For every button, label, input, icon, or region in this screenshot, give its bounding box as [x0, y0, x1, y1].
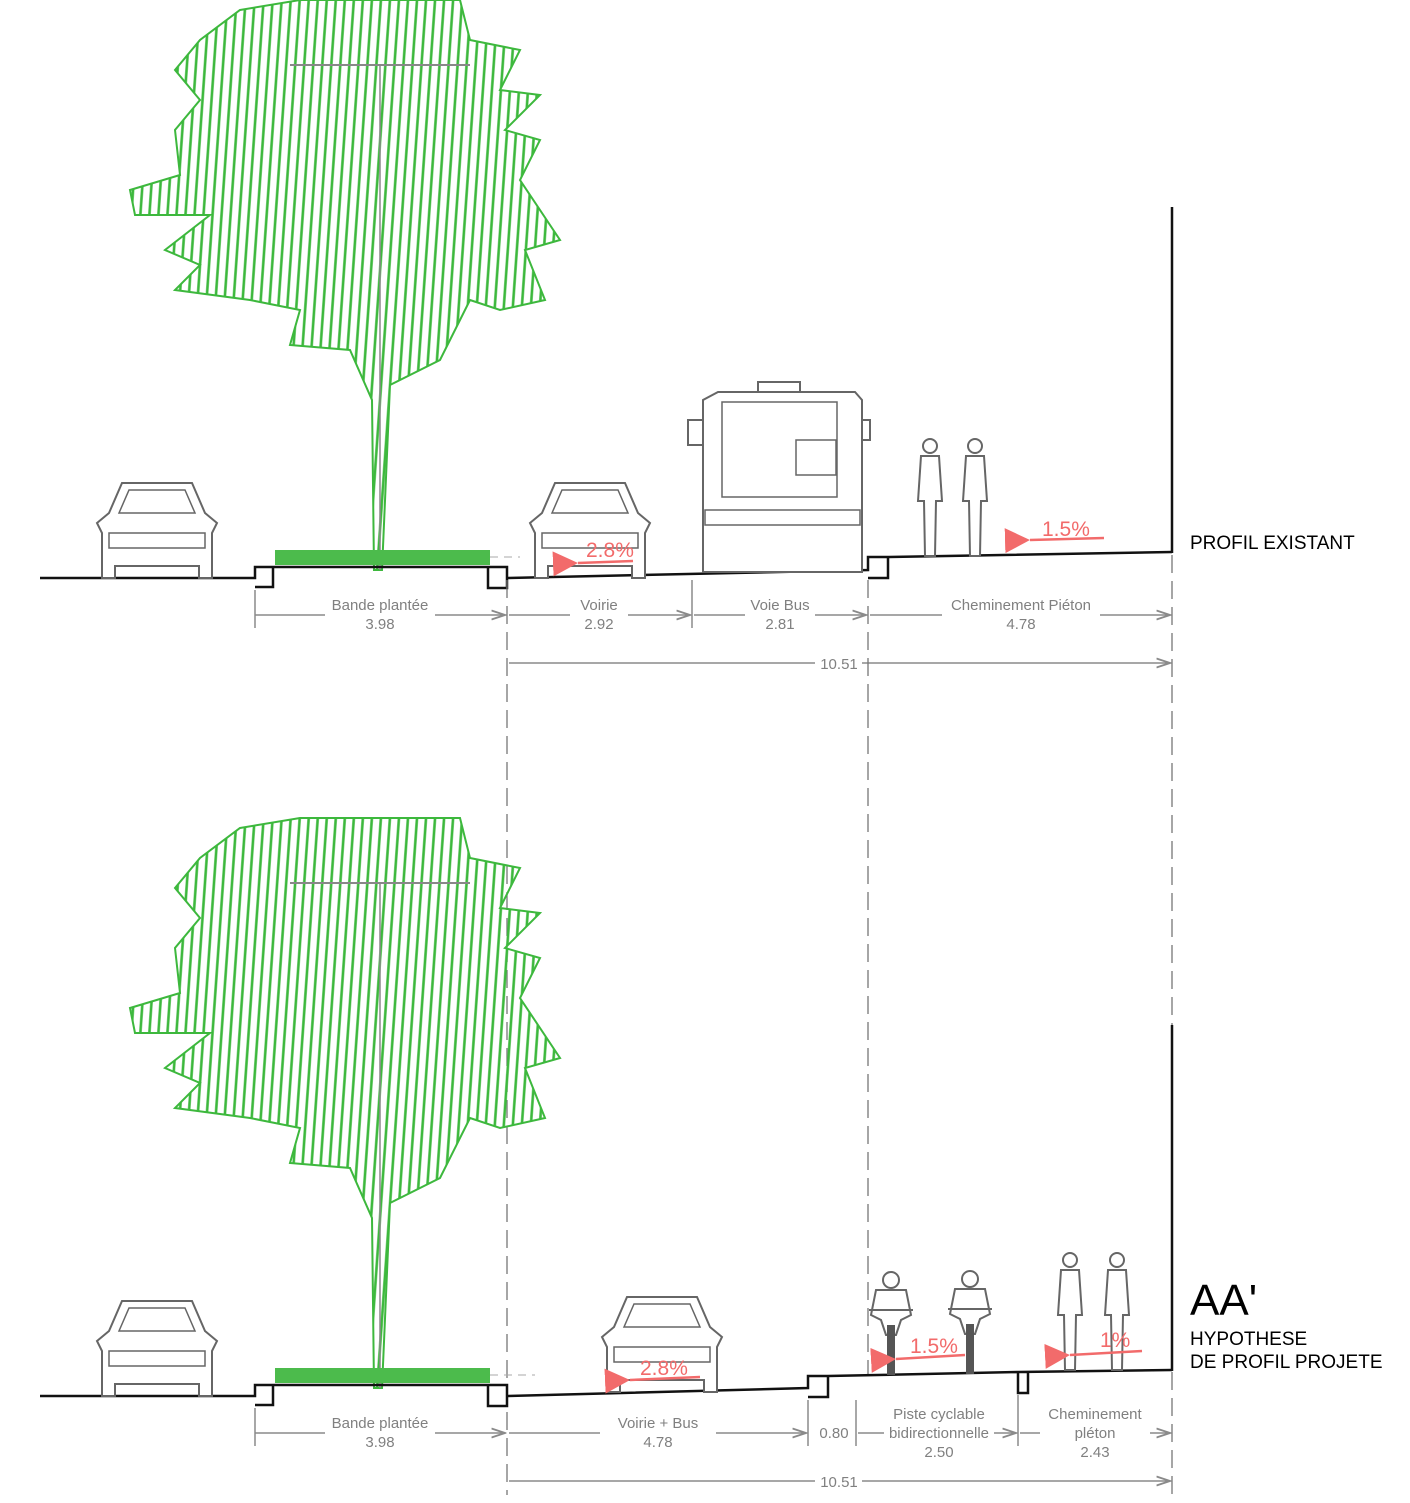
bus-icon: [687, 381, 871, 573]
ground-line: [40, 1368, 1173, 1408]
existing-profile: 2.8% 1.5% Bande plantée 3.98 Voirie 2.92…: [40, 0, 1355, 673]
segment-value: 4.78: [1006, 616, 1035, 633]
segment-label: Voirie + Bus: [618, 1415, 698, 1432]
slope-sidewalk-label: 1.5%: [1042, 518, 1090, 541]
projected-profile: 2.8% 1.5% 1% Bande plantée 3.98 Voirie +…: [40, 817, 1383, 1491]
slope-arrow: [604, 1368, 701, 1394]
slope-arrow: [1004, 528, 1105, 554]
segment-value: 3.98: [365, 1434, 394, 1451]
segment-label: Bande plantée: [332, 597, 429, 614]
slope-sidewalk-label: 1%: [1100, 1329, 1130, 1352]
tree-icon: [129, 817, 561, 1389]
cyclist-icon: [947, 1270, 993, 1375]
pedestrian-icon: [962, 438, 988, 557]
slope-road-label: 2.8%: [640, 1357, 688, 1380]
slope-road-label: 2.8%: [586, 539, 634, 562]
section-label: AA': [1190, 1276, 1257, 1325]
segment-label: pléton: [1075, 1425, 1116, 1442]
dimension-lines: [254, 580, 1170, 663]
segment-value: 4.78: [643, 1434, 672, 1451]
tree-icon: [129, 0, 561, 571]
segment-label: Voie Bus: [750, 597, 809, 614]
pedestrian-icon: [917, 438, 943, 557]
segment-value: 2.92: [584, 616, 613, 633]
segment-label: Piste cyclable: [893, 1406, 985, 1423]
car-icon: [96, 1300, 218, 1397]
segment-label: bidirectionnelle: [889, 1425, 989, 1442]
segment-label: Bande plantée: [332, 1415, 429, 1432]
car-icon: [96, 482, 218, 579]
segment-value: 0.80: [819, 1425, 848, 1442]
segment-value: 2.81: [765, 616, 794, 633]
slope-arrow: [870, 1347, 966, 1373]
profile-title-line2: DE PROFIL PROJETE: [1190, 1352, 1383, 1373]
profile-title-line1: HYPOTHESE: [1190, 1329, 1307, 1350]
total-width: 10.51: [820, 1474, 858, 1491]
slope-arrow: [552, 551, 634, 577]
total-width: 10.51: [820, 656, 858, 673]
segment-label: Cheminement Piéton: [951, 597, 1091, 614]
pedestrian-icon: [1057, 1252, 1083, 1371]
segment-value: 3.98: [365, 616, 394, 633]
segment-label: Voirie: [580, 597, 618, 614]
slope-bike-label: 1.5%: [910, 1335, 958, 1358]
dimension-lines: [254, 1395, 1170, 1481]
profile-title: PROFIL EXISTANT: [1190, 533, 1355, 554]
segment-value: 2.43: [1080, 1444, 1109, 1461]
slope-arrow: [1044, 1343, 1143, 1369]
segment-value: 2.50: [924, 1444, 953, 1461]
segment-label: Cheminement: [1048, 1406, 1142, 1423]
